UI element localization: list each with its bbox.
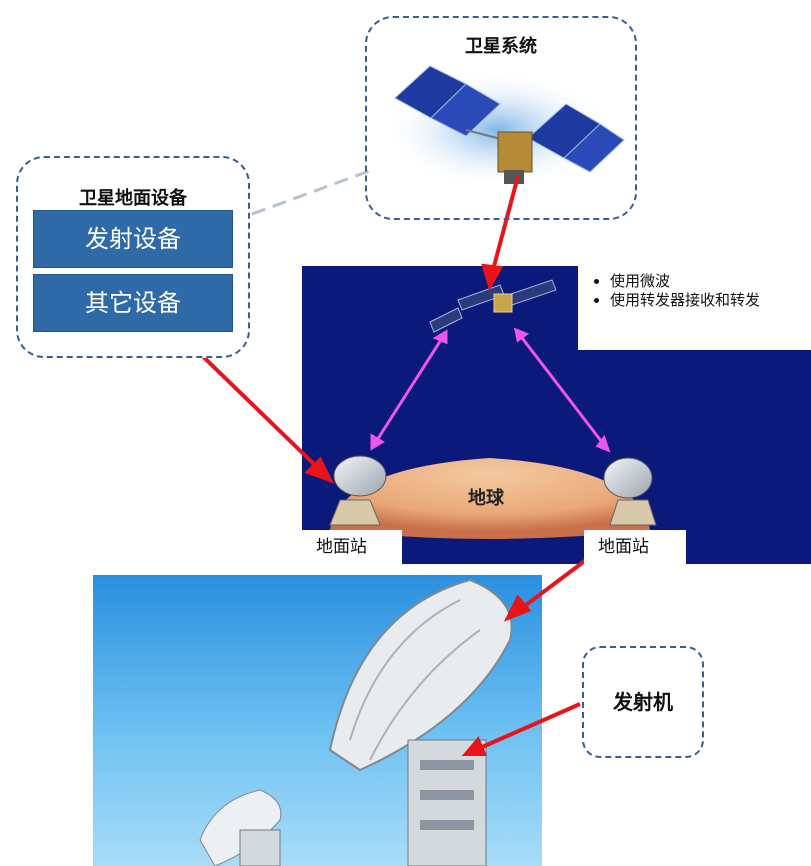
right-ground-dish-icon	[603, 457, 657, 526]
left-ground-dish-icon	[329, 455, 387, 526]
earth-label: 地球	[468, 488, 504, 509]
ground-equipment-title: 卫星地面设备	[79, 188, 187, 209]
ground-station-left-label: 地面站	[302, 530, 402, 564]
satellite-photo-icon	[394, 65, 625, 184]
transmitter-box: 发射机	[582, 646, 704, 758]
transmit-equipment-button[interactable]: 发射设备	[33, 210, 233, 268]
feature-microwave: 使用微波	[610, 272, 811, 291]
small-antenna-icon	[199, 789, 282, 866]
satellite-system-box: 卫星系统	[365, 16, 637, 220]
ground-equipment-box: 卫星地面设备 发射设备 其它设备	[16, 156, 250, 358]
satellite-system-title: 卫星系统	[465, 36, 537, 57]
orbit-feature-list: 使用微波 使用转发器接收和转发	[578, 266, 811, 350]
ground-station-right-label: 地面站	[584, 530, 686, 564]
red-arrows	[186, 175, 620, 756]
earth-shape	[330, 458, 650, 539]
connector-line	[251, 168, 373, 216]
small-satellite-icon	[429, 279, 557, 333]
feature-transponder: 使用转发器接收和转发	[610, 291, 811, 310]
other-equipment-button[interactable]: 其它设备	[33, 274, 233, 332]
transmitter-label: 发射机	[613, 690, 673, 714]
large-antenna-icon	[328, 578, 513, 866]
uplink-arrows	[370, 327, 611, 453]
